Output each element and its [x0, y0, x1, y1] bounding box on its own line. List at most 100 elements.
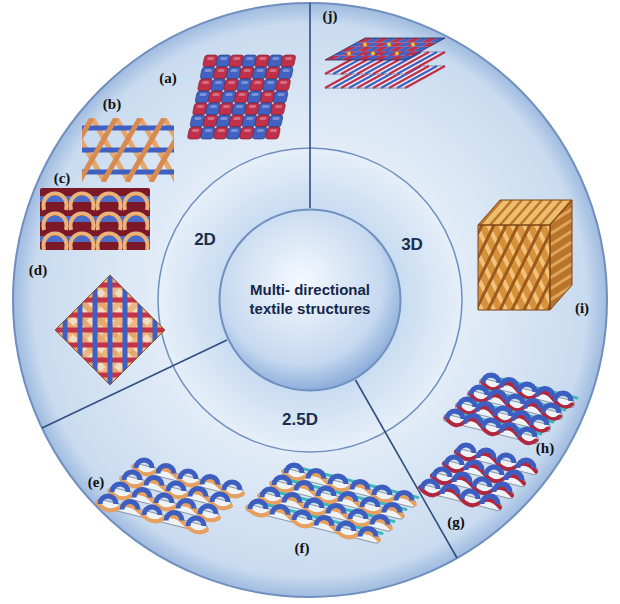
textile-yarn: [70, 194, 93, 211]
stacked-layers: [325, 38, 445, 88]
textile-yarn: [262, 105, 270, 108]
textile-yarn: [97, 214, 120, 231]
textile-yarn: [212, 93, 220, 96]
binder-dot: [347, 51, 351, 55]
textile-yarn: [458, 445, 474, 453]
textile-yarn: [188, 518, 204, 526]
textile-yarn: [236, 105, 244, 108]
textile-yarn: [180, 471, 196, 479]
textile-yarn: [474, 479, 490, 487]
textile-yarn: [134, 490, 150, 498]
textile-yarn: [500, 200, 522, 225]
textile-yarn: [40, 196, 150, 202]
textile-yarn: [550, 176, 572, 311]
multilayer-woven-fabric: [446, 375, 577, 443]
panel-label: (j): [323, 8, 338, 25]
textile-yarn: [405, 52, 445, 74]
textile-yarn: [277, 93, 285, 96]
textile-yarn: [29, 322, 118, 411]
textile-yarn: [202, 477, 218, 485]
textile-yarn: [282, 69, 290, 72]
textile-yarn: [338, 523, 354, 531]
textile-yarn: [494, 484, 510, 492]
preform-outline: [550, 200, 572, 310]
textile-yarn: [100, 503, 204, 529]
textile-yarn: [584, 225, 620, 310]
panel-label: (e): [88, 474, 105, 491]
textile-yarn: [498, 455, 514, 463]
textile-yarn: [513, 413, 529, 421]
textile-yarn: [199, 93, 207, 96]
textile-yarn: [124, 194, 147, 211]
textile-yarn: [488, 225, 530, 310]
textile-yarn: [233, 117, 241, 120]
textile-yarn: [446, 418, 536, 444]
textile-yarn: [374, 487, 390, 495]
textile-yarn: [454, 474, 470, 482]
textile-yarn: [70, 214, 93, 231]
textile-yarn: [267, 81, 275, 84]
textile-yarn: [215, 81, 223, 84]
textile-yarn: [464, 225, 506, 310]
binder-dot: [395, 51, 399, 55]
knitted-fabric: [40, 188, 150, 250]
textile-yarn: [212, 494, 228, 502]
textile-yarn: [75, 295, 164, 384]
textile-yarn: [97, 502, 207, 532]
panel-label: (g): [447, 514, 465, 531]
textile-yarn: [122, 502, 138, 510]
textile-yarn: [40, 216, 150, 222]
textile-yarn: [278, 67, 294, 79]
textile-yarn: [482, 496, 498, 504]
textile-yarn: [100, 496, 116, 504]
textile-yarn: [202, 81, 210, 84]
textile-yarn: [506, 472, 522, 480]
textile-yarn: [330, 476, 346, 484]
textile-yarn: [264, 93, 272, 96]
textile-yarn: [223, 105, 231, 108]
sector-label: 2D: [194, 230, 216, 250]
textile-yarn: [471, 387, 487, 395]
textile-yarn: [519, 429, 535, 437]
textile-yarn: [97, 194, 120, 211]
textile-yarn: [247, 507, 379, 540]
textile-yarn: [396, 493, 412, 501]
textile-yarn: [280, 81, 288, 84]
textile-yarn: [550, 200, 572, 310]
center-title: Multi- directional textile structures: [235, 281, 385, 319]
textile-yarn: [325, 52, 445, 74]
textile-yarn: [580, 200, 602, 225]
textile-yarn: [194, 117, 202, 120]
textile-yarn: [108, 275, 113, 385]
textile-yarn: [262, 489, 278, 497]
braided-preform: [404, 176, 620, 311]
textile-yarn: [249, 105, 257, 108]
textile-yarn: [50, 270, 170, 390]
textile-yarn: [220, 57, 228, 60]
multiaxial-fabric: [25, 245, 195, 415]
textile-yarn: [510, 200, 532, 225]
textile-yarn: [200, 506, 216, 514]
textile-yarn: [501, 380, 517, 388]
layer-to-layer-fabric: [247, 465, 418, 540]
binder-dot: [411, 43, 415, 47]
textile-yarn: [207, 57, 215, 60]
sector-divider: [309, 3, 311, 208]
textile-yarn: [270, 129, 278, 132]
textile-yarn: [518, 460, 534, 468]
panel-label: (h): [536, 440, 554, 457]
textile-yarn: [470, 200, 612, 225]
textile-yarn: [269, 69, 277, 72]
panel-label: (c): [54, 170, 71, 187]
textile-yarn: [272, 507, 288, 515]
textile-yarn: [328, 506, 344, 514]
textile-yarn: [306, 500, 322, 508]
textile-yarn: [241, 81, 249, 84]
outer-ring: [13, 3, 607, 597]
fabric-outline: [55, 275, 165, 385]
textile-yarn: [272, 57, 280, 60]
panel-label: (f): [295, 540, 310, 557]
textile-yarn: [530, 200, 552, 225]
textile-yarn: [254, 81, 262, 84]
textile-yarn: [270, 103, 286, 115]
